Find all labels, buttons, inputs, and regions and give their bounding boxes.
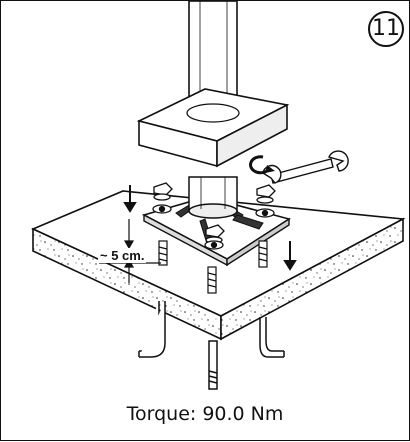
rotation-arrow — [249, 155, 271, 175]
nut-left — [152, 182, 173, 214]
bolt-under-left — [138, 301, 166, 358]
nut-right — [255, 184, 276, 218]
dimension-label: ~ 5 cm. — [98, 248, 147, 263]
down-arrow-right — [283, 241, 297, 271]
bolt-under-right — [259, 317, 285, 358]
down-arrow-left — [123, 185, 137, 213]
bolt-left — [158, 240, 168, 266]
wrench — [262, 150, 349, 184]
desk-edge-right — [220, 217, 404, 341]
bolt-under-center — [208, 340, 218, 390]
bolt-right — [258, 240, 268, 268]
nut-front — [204, 224, 225, 250]
torque-caption: Torque: 90.0 Nm — [126, 403, 284, 425]
bolt-front — [207, 266, 217, 294]
step-number-badge: 11 — [368, 11, 404, 47]
dimension-indicator — [99, 219, 161, 283]
